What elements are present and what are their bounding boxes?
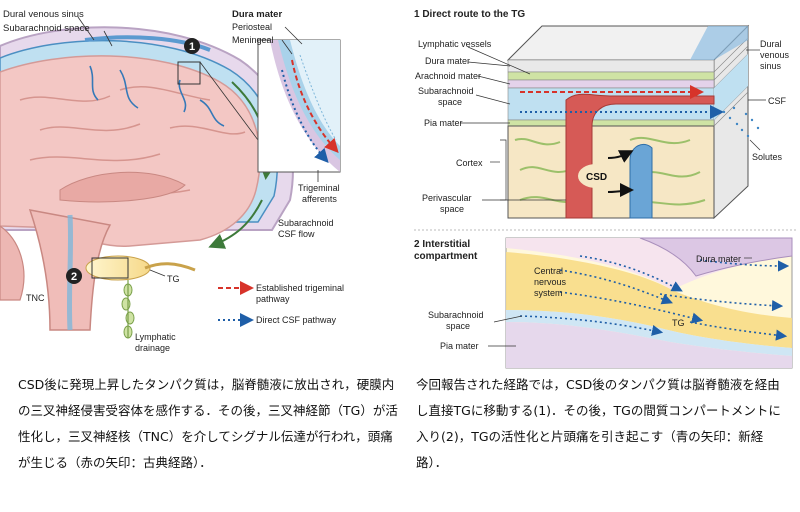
label-subarachnoid-csf-1: Subarachnoid <box>278 218 334 228</box>
label-lymphatic-vessels: Lymphatic vessels <box>418 39 492 49</box>
panel-2-title-2: compartment <box>414 251 478 262</box>
legend-established-1: Established trigeminal <box>256 283 344 293</box>
panel-1-left-labels <box>460 46 566 201</box>
label-meningeal: Meningeal <box>232 35 274 45</box>
label-cns-1: Central <box>534 266 563 276</box>
inset-box-1 <box>177 61 201 85</box>
figure-canvas: 1 2 Dural venous sinus Subarachnoid spac… <box>0 9 796 369</box>
label-p1-pia: Pia mater <box>424 118 463 128</box>
ventricle <box>59 171 186 203</box>
label-tnc: TNC <box>26 293 45 303</box>
panel-2-title-1: 2 Interstitial <box>414 239 470 250</box>
label-lymphatic-1: Lymphatic <box>135 332 176 342</box>
label-periosteal: Periosteal <box>232 22 272 32</box>
marker-1: 1 <box>184 38 200 54</box>
vein <box>629 144 653 219</box>
brain-illustration <box>0 26 294 339</box>
label-tg: TG <box>167 274 180 284</box>
label-dural-venous-sinus: Dural venous sinus <box>3 9 84 20</box>
label-p2-pia: Pia mater <box>440 341 479 351</box>
label-arachnoid: Arachnoid mater <box>415 71 481 81</box>
marker-1-label: 1 <box>189 41 195 53</box>
caption-right: 今回報告された経路では，CSD後のタンパク質は脳脊髄液を経由し直接TGに移動する… <box>416 377 781 470</box>
label-lymphatic-2: drainage <box>135 343 170 353</box>
cerebellum <box>0 225 25 301</box>
label-dura-mater: Dura mater <box>232 9 282 20</box>
label-csd: CSD <box>586 172 607 183</box>
inset-box-2 <box>91 257 129 279</box>
label-cns-3: system <box>534 288 563 298</box>
tissue-block <box>506 24 760 220</box>
legend-direct: Direct CSF pathway <box>256 315 337 325</box>
label-cns-2: nervous <box>534 277 567 287</box>
panel-1-title: 1 Direct route to the TG <box>414 9 525 20</box>
label-p2-subarachnoid-1: Subarachnoid <box>428 310 484 320</box>
label-p1-subarachnoid-1: Subarachnoid <box>418 86 474 96</box>
label-p2-subarachnoid-2: space <box>446 321 470 331</box>
label-p1-subarachnoid-2: space <box>438 97 462 107</box>
label-dural-3: sinus <box>760 61 782 71</box>
csd-label-bg <box>578 164 614 188</box>
artery <box>565 93 715 219</box>
label-trigeminal-1: Trigeminal <box>298 183 340 193</box>
label-subarachnoid-space: Subarachnoid space <box>3 23 90 34</box>
label-csf: CSF <box>768 96 787 106</box>
label-p2-tg: TG <box>672 318 685 328</box>
label-subarachnoid-csf-2: CSF flow <box>278 229 315 239</box>
caption-left: CSD後に発現上昇したタンパク質は，脳脊髄液に放出され，硬膜内の三叉神経侵害受容… <box>18 377 398 470</box>
label-p2-dura: Dura mater <box>696 254 741 264</box>
label-dural-1: Dural <box>760 39 782 49</box>
tg-region <box>85 255 151 281</box>
marker-2: 2 <box>66 268 82 284</box>
label-cortex: Cortex <box>456 158 483 168</box>
label-perivascular-2: space <box>440 204 464 214</box>
dura-inset <box>199 39 341 173</box>
label-solutes: Solutes <box>752 152 783 162</box>
legend: Established trigeminal pathway Direct CS… <box>218 281 344 327</box>
marker-2-label: 2 <box>71 271 77 283</box>
label-perivascular-1: Perivascular <box>422 193 472 203</box>
legend-established-2: pathway <box>256 294 290 304</box>
interstitial-diagram <box>505 237 793 369</box>
label-dural-2: venous <box>760 50 790 60</box>
label-p1-dura: Dura mater <box>425 56 470 66</box>
label-trigeminal-2: afferents <box>302 194 337 204</box>
